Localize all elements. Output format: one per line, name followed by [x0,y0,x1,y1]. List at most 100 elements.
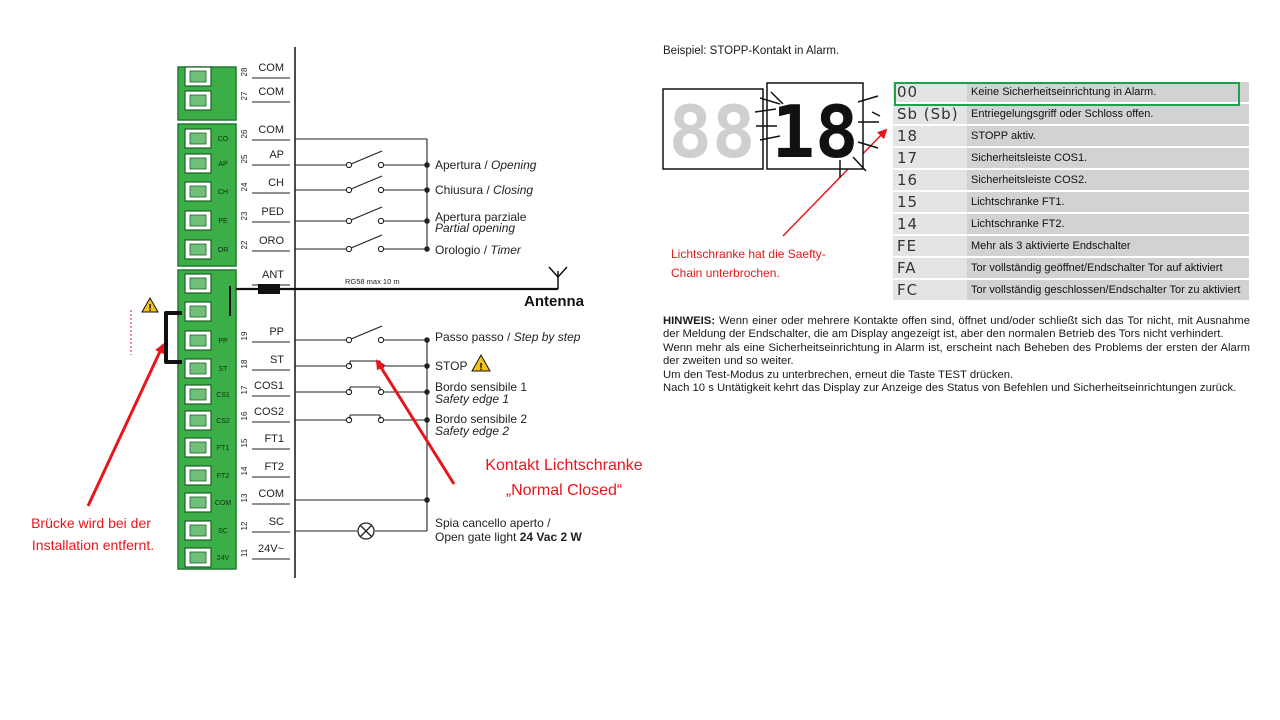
chain-annotation-line1: Lichtschranke hat die Saefty- [671,247,826,261]
terminal-label: COM [258,488,284,500]
wire-node [345,416,353,424]
code-description: Lichtschranke FT2. [967,213,1249,236]
terminal-side-label: 24V [217,555,230,562]
terminal-label: 24V~ [258,543,284,555]
terminal-cos2: CS2 16 COS2 [184,406,290,431]
wire-node [424,389,430,395]
contact-annotation-line2: „Normal Closed“ [506,482,622,499]
contact-arrow [375,359,456,485]
terminal-blank [184,301,212,322]
bridge-jumper [164,311,182,364]
code-description: Lichtschranke FT1. [967,191,1249,214]
note-p3: Um den Test-Modus zu unterbrechen, erneu… [663,368,1014,381]
wire-node [424,417,430,423]
cos2-label: Bordo sensibile 2 [435,412,527,426]
cos1-label: Bordo sensibile 1 [435,380,527,394]
terminal-label: COS2 [254,406,284,418]
code-description: Tor vollständig geöffnet/Endschalter Tor… [967,257,1249,280]
wire-node [424,337,430,343]
svg-text:!: ! [148,303,151,314]
antenna-label: Antenna [524,293,585,310]
wire-node [345,336,353,344]
terminal-side-label: ST [219,366,229,373]
terminal-side-label: FT2 [217,473,230,480]
terminal-side-label: CS2 [216,418,230,425]
terminal-side-label: FT1 [217,445,230,452]
wire-node [377,245,385,253]
lamp-icon [357,522,375,540]
code-row: Sb (Sb)Entriegelungsgriff oder Schloss o… [893,103,1249,126]
wire-node [345,388,353,396]
code-description: Keine Sicherheitseinrichtung in Alarm. [967,82,1249,104]
sc-label-en: Open gate light 24 Vac 2 W [435,530,582,544]
terminal-number: 23 [240,211,249,220]
wire-node [377,388,385,396]
code-value: Sb (Sb) [893,103,967,126]
code-value: 00 [893,82,967,104]
terminal-number: 13 [240,493,249,502]
terminal-label: ST [270,354,284,366]
display-left-digits: 88 [669,90,756,174]
note-p1: HINWEIS: Wenn einer oder mehrere Kontakt… [663,315,1251,341]
note-p4: Nach 10 s Untätigkeit kehrt das Display … [663,382,1237,395]
terminal-number: 14 [240,466,249,475]
terminal-number: 17 [240,385,249,394]
terminal-ant: ANT [184,269,290,294]
terminal-side-label: CS1 [216,392,230,399]
terminal-side-label: CH [218,189,228,196]
wire-node [377,336,385,344]
terminal-side-label: SC [218,528,228,535]
cos2-label-en: Safety edge 2 [435,424,509,438]
warning-icon: ! [141,296,159,314]
stop-warning-icon: ! [471,353,491,373]
terminal-number: 12 [240,521,249,530]
highlight-box [894,82,1240,106]
wire-node [377,186,385,194]
antenna-wiring [229,266,568,316]
antenna-icon [548,266,568,279]
apertura-label: Apertura / Opening [435,158,537,172]
terminal-side-label: PE [218,218,228,225]
wire-node [345,362,353,370]
terminal-label: ORO [259,235,285,247]
display-left-box [662,88,764,170]
wire-node [424,363,430,369]
terminal-number: 26 [240,129,249,138]
terminal-label: COM [258,124,284,136]
wire-node [345,245,353,253]
terminal-label: PP [269,326,284,338]
notes-block: HINWEIS: Wenn einer oder mehrere Kontakt… [663,315,1250,395]
orologio-label: Orologio / Timer [435,243,522,257]
bridge-arrow [86,343,165,507]
note-label: HINWEIS: [663,315,716,327]
terminal-side-label: CO [218,136,229,143]
terminal-label: PED [261,206,284,218]
code-value: FE [893,235,967,258]
display-intro: Beispiel: STOPP-Kontakt in Alarm. [663,45,840,57]
code-description: Entriegelungsgriff oder Schloss offen. [967,103,1249,126]
terminal-label: FT2 [264,461,284,473]
terminal-number: 15 [240,438,249,447]
terminal-number: 16 [240,411,249,420]
terminal-number: 28 [240,67,249,76]
terminal-com: CO 26 COM [184,124,290,149]
